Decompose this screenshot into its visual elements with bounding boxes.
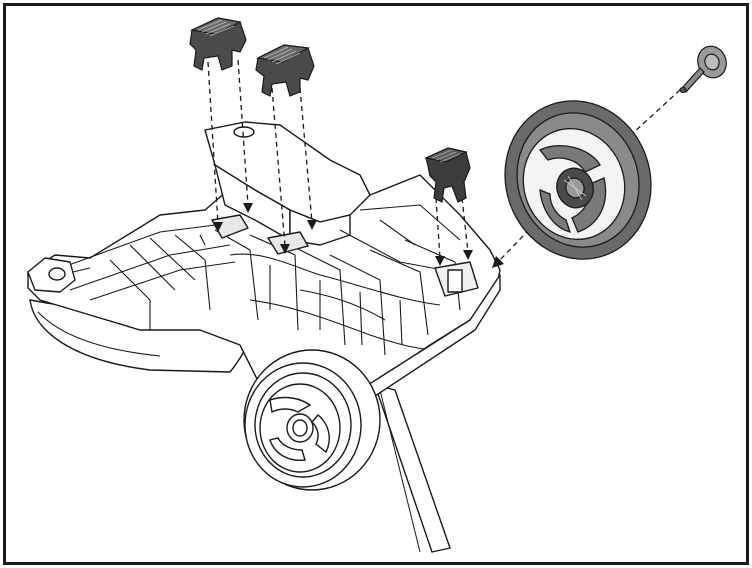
arrow-clip3-b [461,197,469,253]
axle-pin [679,45,727,94]
installed-wheel [243,349,381,491]
clip-right [424,147,471,203]
handle-bar [374,384,451,553]
arrow-pin [631,89,681,135]
wheel [504,100,652,260]
clip-top-middle [255,44,315,97]
assembly-arrows [207,59,681,263]
left-hole [48,267,66,281]
cup-hole [233,126,255,138]
clip-top-left [189,17,247,71]
chassis [27,121,501,553]
slot-2 [267,231,309,255]
arrow-clip1-a [207,61,219,225]
arrow-clip2-b [299,87,313,223]
arrow-clip1-b [237,59,249,206]
slot-1 [211,214,249,239]
arrow-clip3-a [435,197,441,259]
